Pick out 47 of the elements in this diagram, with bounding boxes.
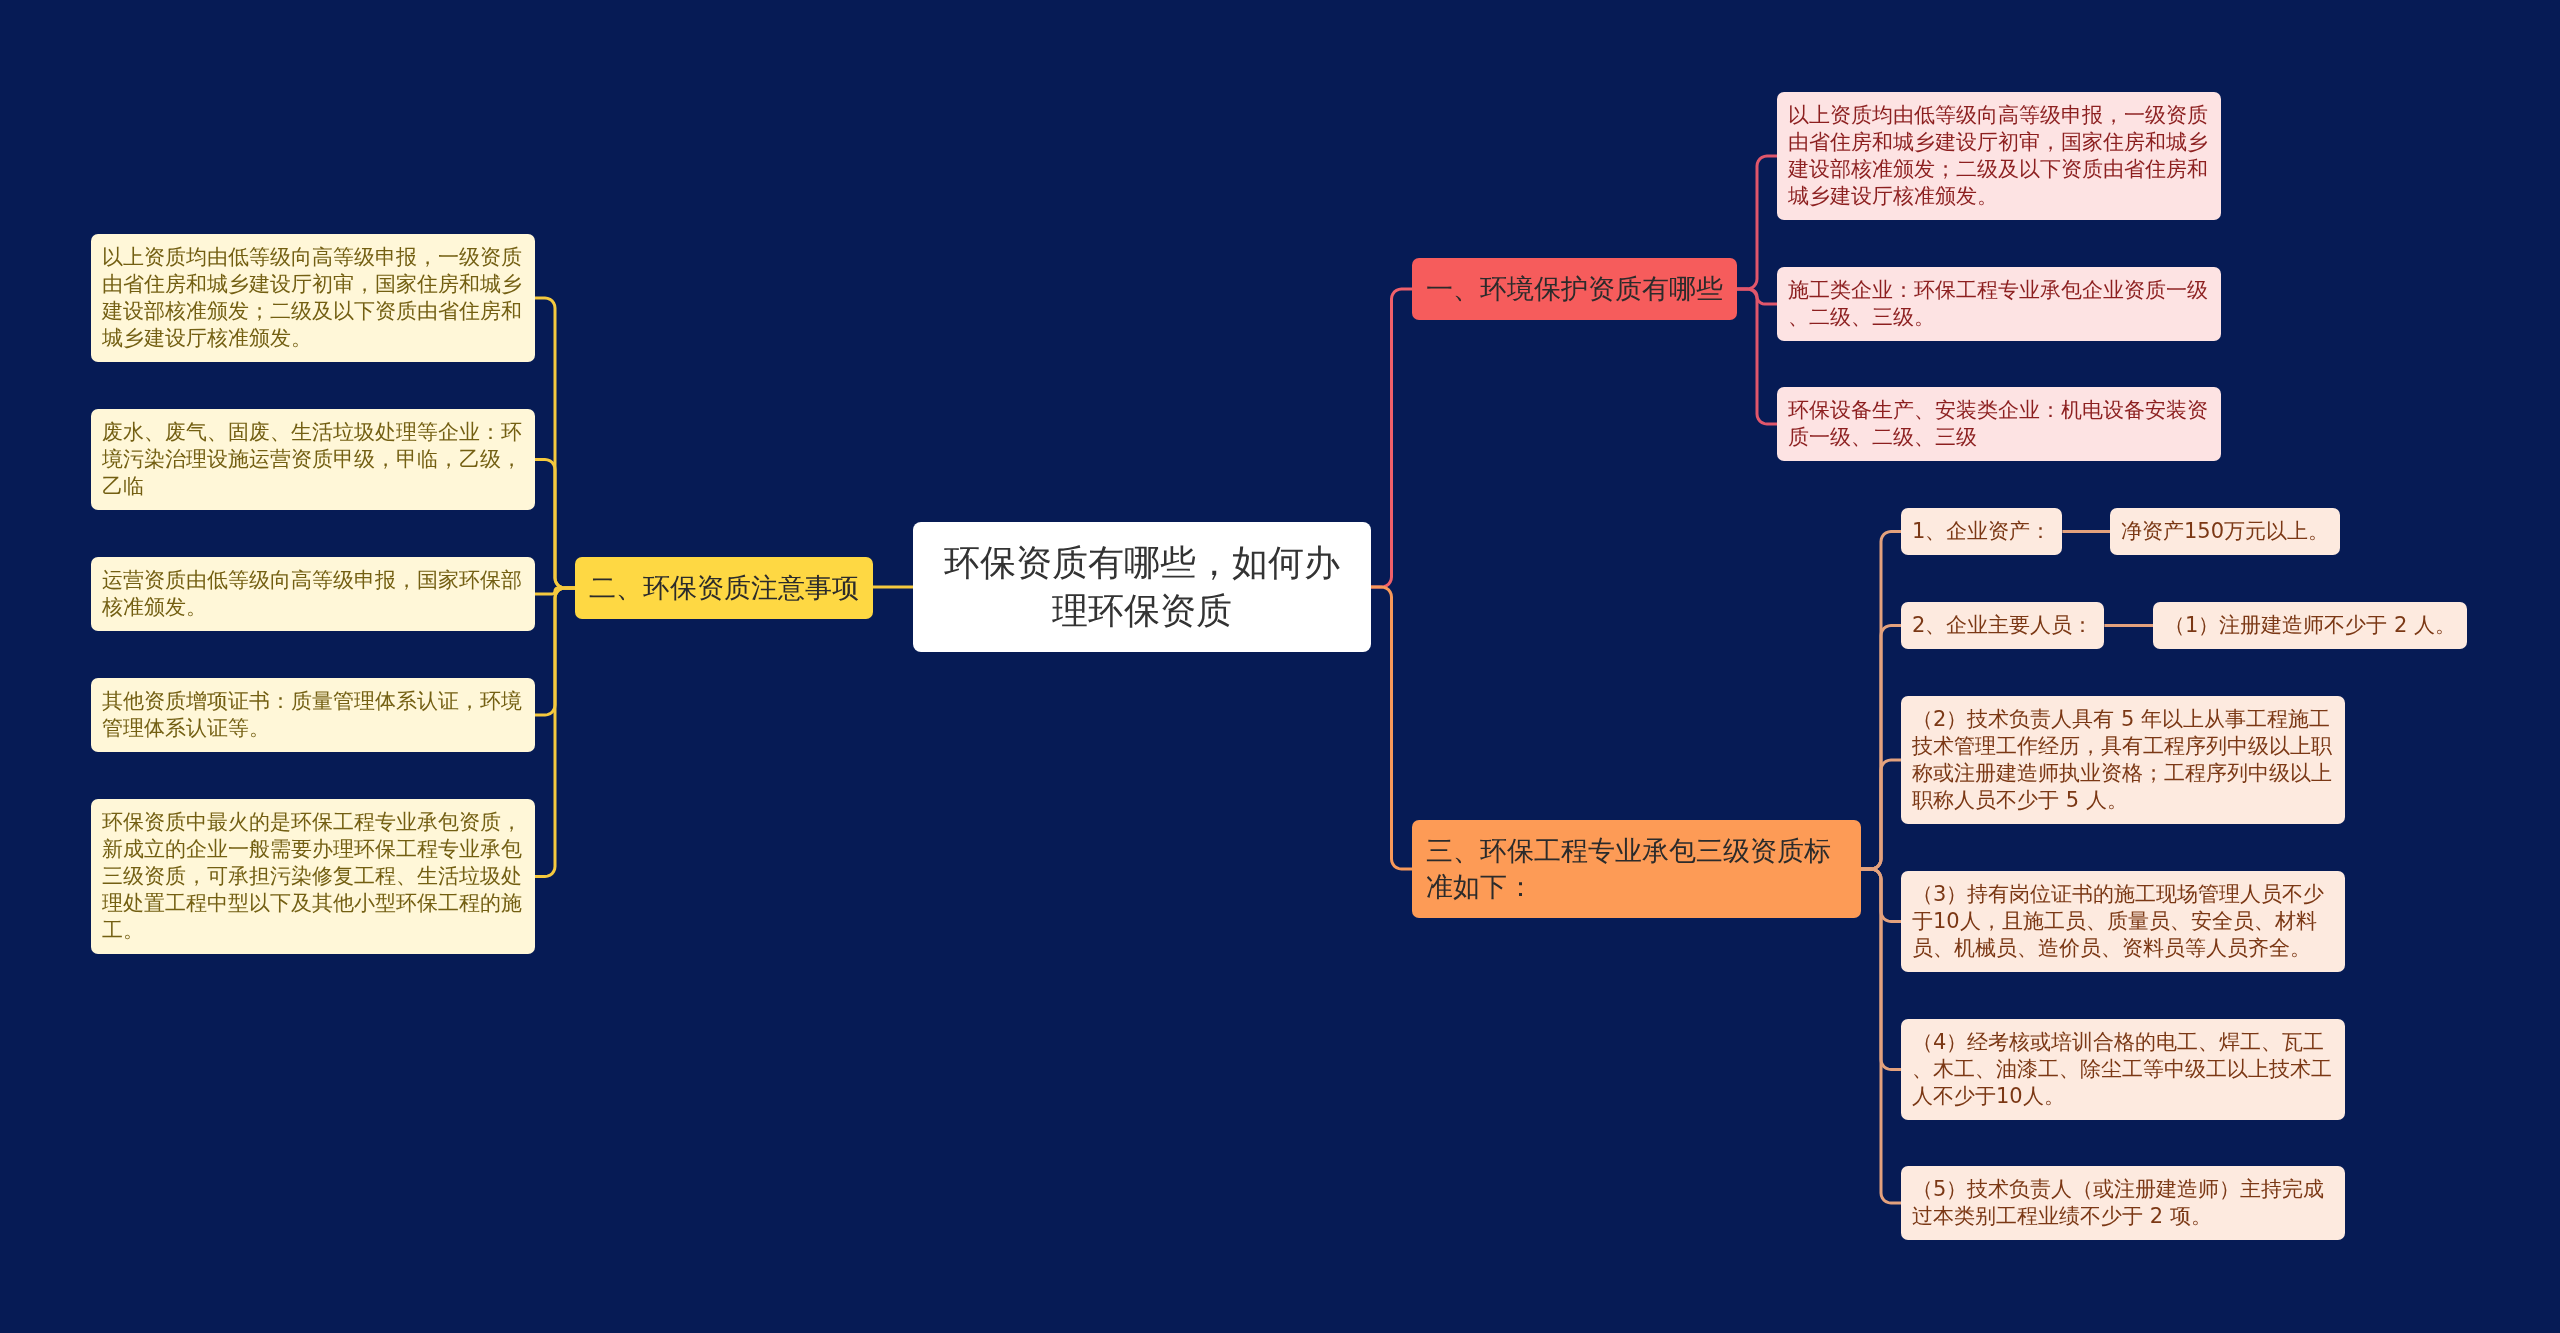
subtopic-box xyxy=(1777,387,2221,461)
subtopic-box xyxy=(91,234,535,362)
branch-topic-box xyxy=(1412,258,1737,320)
connector-line xyxy=(1737,287,1777,426)
subtopic-box xyxy=(1901,602,2105,649)
topic-text: （2）技术负责人具有 5 年以上从事工程施工技术管理工作经历，具有工程序列中级以上职称或注册建造师执业资格；工程序列中级以上职称人员不少于 5 人。 xyxy=(1912,706,2333,814)
subtopic-box xyxy=(1901,871,2345,972)
topic-text: 一、环境保护资质有哪些 xyxy=(1426,272,1723,306)
subtopic-box xyxy=(1777,92,2221,220)
connector-line xyxy=(1371,585,1412,871)
topic-text: （5）技术负责人（或注册建造师）主持完成过本类别工程业绩不少于 2 项。 xyxy=(1912,1176,2326,1230)
topic-text: 净资产150万元以上。 xyxy=(2121,518,2330,545)
subtopic-box xyxy=(91,557,535,631)
topic-text: 其他资质增项证书：质量管理体系认证，环境管理体系认证等。 xyxy=(102,688,523,742)
topic-text: 施工类企业：环保工程专业承包企业资质一级、二级、三级。 xyxy=(1788,277,2209,331)
branch-topic-box xyxy=(1412,820,1861,918)
topic-text: 废水、废气、固废、生活垃圾处理等企业：环境污染治理设施运营资质甲级，甲临，乙级，乙临 xyxy=(102,419,523,500)
connector-line xyxy=(535,586,575,878)
topic-text: （1）注册建造师不少于 2 人。 xyxy=(2164,612,2457,639)
subtopic-box xyxy=(1777,267,2221,341)
topic-text: 以上资质均由低等级向高等级申报，一级资质由省住房和城乡建设厅初审，国家住房和城乡建设部核准颁发；二级及以下资质由省住房和城乡建设厅核准颁发。 xyxy=(102,244,523,352)
topic-text: 环保设备生产、安装类企业：机电设备安装资质一级、二级、三级 xyxy=(1788,397,2209,451)
topic-text: 1、企业资产： xyxy=(1912,518,2052,545)
topic-text: 环保资质中最火的是环保工程专业承包资质，新成立的企业一般需要办理环保工程专业承包三级资质，可承担污染修复工程、生活垃圾处理处置工程中型以下及其他小型环保工程的施工。 xyxy=(102,809,523,944)
subtopic-box xyxy=(2153,602,2468,649)
subtopic-box xyxy=(1901,696,2345,824)
topic-text: （3）持有岗位证书的施工现场管理人员不少于10人，且施工员、质量员、安全员、材料员、机械员、造价员、资料员等人员齐全。 xyxy=(1912,881,2326,962)
topic-text: 2、企业主要人员： xyxy=(1912,612,2094,639)
connector-line xyxy=(2062,530,2110,533)
topic-text: 环保资质有哪些，如何办理环保资质 xyxy=(943,541,1341,633)
connector-line xyxy=(1861,867,1901,1205)
subtopic-box xyxy=(1901,1166,2345,1240)
topic-text: 三、环保工程专业承包三级资质标准如下： xyxy=(1426,834,1832,904)
branch-topic-box xyxy=(575,557,873,619)
subtopic-box xyxy=(91,409,535,510)
subtopic-box xyxy=(91,799,535,954)
topic-text: 运营资质由低等级向高等级申报，国家环保部核准颁发。 xyxy=(102,567,523,621)
topic-text: （4）经考核或培训合格的电工、焊工、瓦工、木工、油漆工、除尘工等中级工以上技术工人不少于10人。 xyxy=(1912,1029,2333,1110)
subtopic-box xyxy=(1901,1019,2345,1120)
topic-text: 以上资质均由低等级向高等级申报，一级资质由省住房和城乡建设厅初审，国家住房和城乡建设部核准颁发；二级及以下资质由省住房和城乡建设厅核准颁发。 xyxy=(1788,102,2209,210)
connector-line xyxy=(873,585,913,589)
connector-line xyxy=(2104,624,2153,627)
central-topic-box xyxy=(913,522,1371,652)
subtopic-box xyxy=(1901,508,2063,555)
subtopic-box xyxy=(2110,508,2341,555)
topic-text: 二、环保资质注意事项 xyxy=(589,571,859,605)
subtopic-box xyxy=(91,678,535,752)
